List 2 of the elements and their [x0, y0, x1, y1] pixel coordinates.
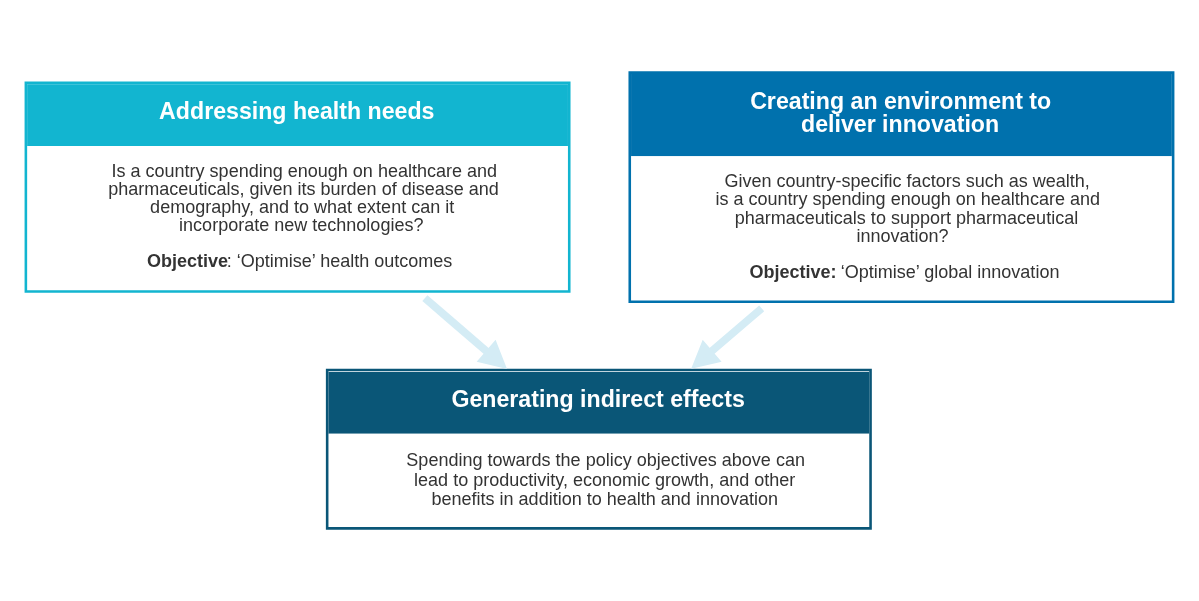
arrow: [691, 305, 765, 369]
arrow: [422, 295, 508, 369]
